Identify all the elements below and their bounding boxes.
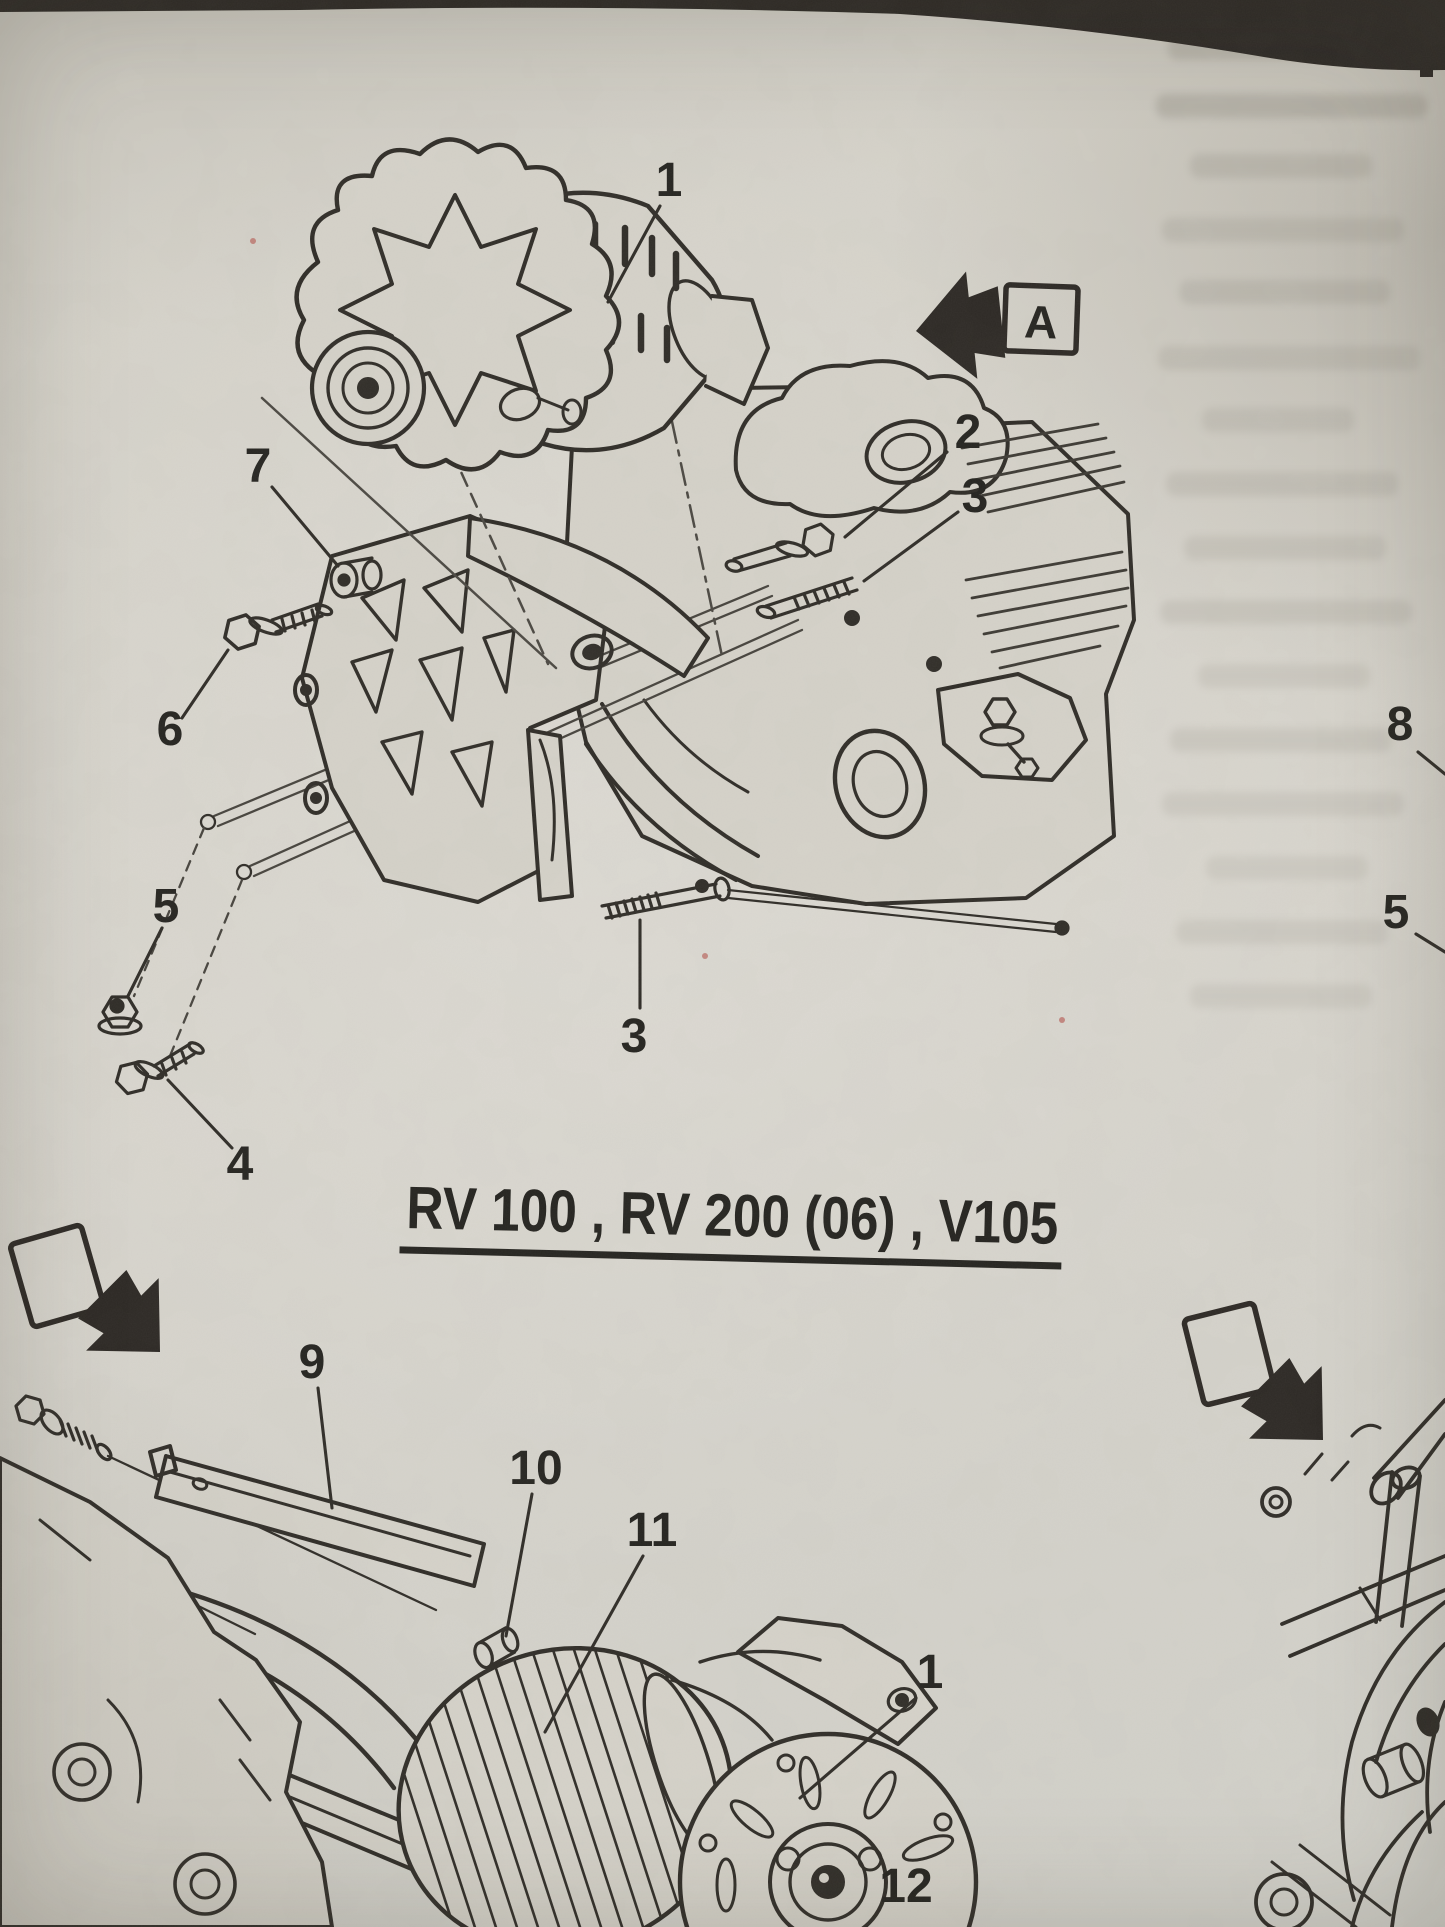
diagram-artwork: 1 2 3 7 6 5 4 3 8 5 A RV 100 , RV 200 (0… bbox=[0, 0, 1445, 1927]
photographed-manual-page: 1 2 3 7 6 5 4 3 8 5 A RV 100 , RV 200 (0… bbox=[0, 0, 1445, 1927]
paper-grain bbox=[0, 0, 1445, 1927]
